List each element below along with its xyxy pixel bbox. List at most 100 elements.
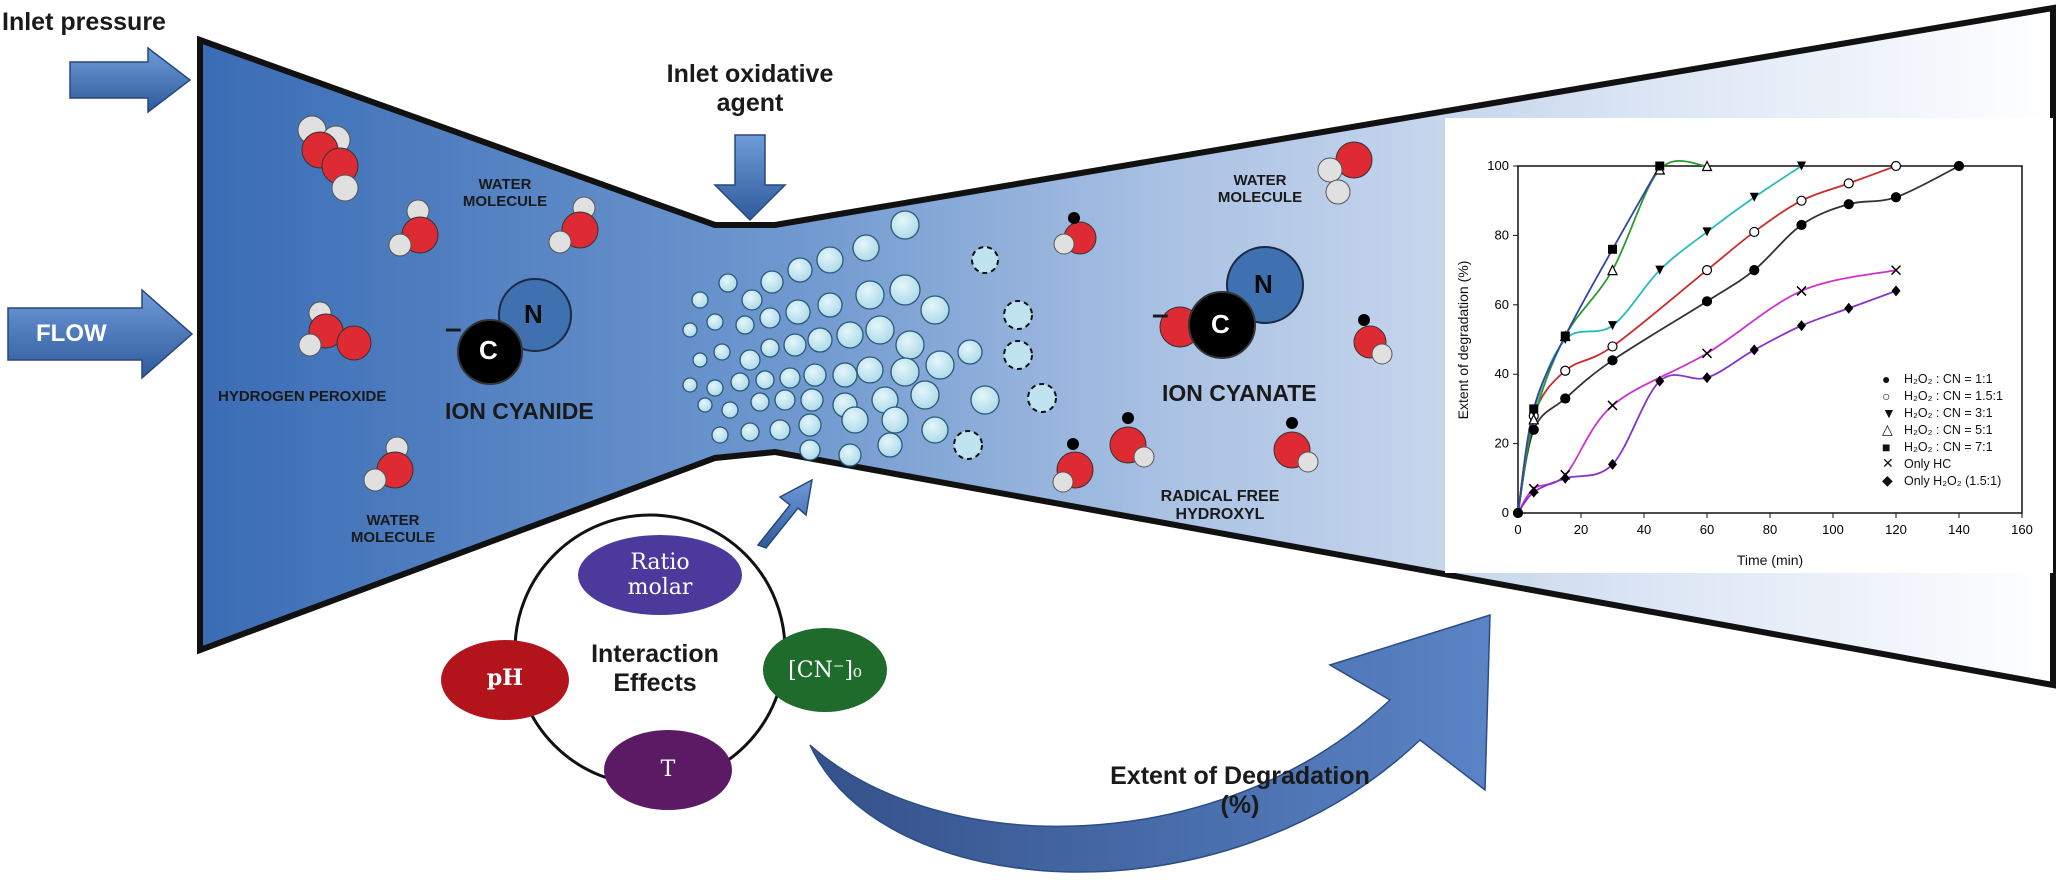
collapsing-bubble: [1003, 300, 1033, 330]
bubble: [855, 280, 885, 310]
negative-charge-label: –: [445, 312, 462, 345]
bubble: [785, 299, 811, 325]
legend-marker-icon: ▼: [1882, 404, 1896, 421]
bubble: [787, 257, 813, 283]
data-point: [1702, 372, 1712, 384]
ellipse-ph: [441, 640, 569, 720]
data-point: [1529, 486, 1539, 498]
data-point: [1607, 264, 1618, 276]
legend-marker-icon: ✕: [1882, 455, 1894, 471]
legend-label: H₂O₂ : CN = 1:1: [1904, 371, 1993, 386]
data-point: [1891, 285, 1901, 297]
ion-cyanide-molecule: [457, 278, 572, 385]
inlet-oxidative-line1: Inlet oxidative: [666, 60, 834, 88]
data-point: [1890, 192, 1902, 203]
atom-c-label: C: [479, 335, 498, 365]
data-point: [1890, 160, 1902, 172]
legend-label: H₂O₂ : CN = 1.5:1: [1904, 388, 2003, 403]
data-point: [1701, 348, 1713, 359]
water-line2: MOLECULE: [1217, 189, 1303, 207]
ellipse-ratio-molar: [578, 535, 742, 615]
bubble: [910, 380, 940, 410]
bubble: [692, 352, 708, 368]
x-tick-label: 160: [2011, 522, 2033, 537]
cn-label: [CN⁻]₀: [788, 658, 862, 683]
interaction-line1: Interaction: [591, 640, 719, 668]
data-point: [1529, 404, 1539, 414]
hydroxyl-radical: [1053, 212, 1097, 255]
ion-cyanate-label: ION CYANATE: [1162, 380, 1317, 406]
radical-free-hydroxyl-label: RADICAL FREE HYDROXYL: [1140, 488, 1300, 525]
interaction-cycle: [441, 513, 887, 810]
interaction-input-arrow: [756, 478, 813, 549]
data-point: [1701, 296, 1713, 307]
bubble: [721, 401, 739, 419]
ion-cyanate-molecule: [1159, 246, 1304, 359]
data-point: [1655, 375, 1665, 387]
t-label: T: [660, 757, 676, 782]
bubble: [718, 273, 738, 293]
data-point: [1890, 265, 1902, 276]
y-tick-label: 100: [1487, 158, 1509, 173]
flow-arrow: [7, 288, 194, 380]
bubble: [836, 321, 864, 349]
bubble: [682, 322, 698, 338]
bubble: [890, 210, 920, 240]
bubble: [895, 330, 925, 360]
data-point: [1608, 321, 1617, 331]
bubble: [735, 315, 755, 335]
data-point: [1607, 400, 1618, 411]
data-point: [1560, 331, 1570, 341]
series-line: [1517, 290, 1897, 514]
bubble: [852, 234, 880, 262]
inlet-pressure-label: Inlet pressure: [2, 8, 166, 36]
water-line2: MOLECULE: [350, 529, 436, 547]
flow-label: FLOW: [36, 320, 107, 347]
bubble: [706, 379, 724, 397]
data-point: [1797, 161, 1806, 171]
series-line: [1517, 165, 1960, 514]
bubble: [881, 406, 909, 434]
legend-label: H₂O₂ : CN = 7:1: [1904, 439, 1993, 454]
data-point: [1655, 161, 1665, 171]
water-molecule: [388, 199, 439, 257]
x-tick-label: 140: [1948, 522, 1970, 537]
x-tick-label: 40: [1637, 522, 1651, 537]
bubble: [741, 289, 763, 311]
x-tick-label: 20: [1574, 522, 1588, 537]
inlet-oxidative-line2: agent: [716, 88, 784, 117]
ratio-molar-label: Ratio molar: [600, 550, 720, 601]
water-line1: WATER: [478, 176, 532, 193]
bubble: [817, 292, 843, 318]
hydrogen-peroxide-label: HYDROGEN PEROXIDE: [218, 388, 387, 405]
bubble: [889, 274, 921, 306]
bubble: [799, 439, 821, 461]
inlet-oxidative-label: Inlet oxidative agent: [640, 60, 860, 118]
bubble: [706, 313, 724, 331]
water-molecule-label: WATER MOLECULE: [445, 176, 565, 211]
hydroxyl-radical: [1052, 438, 1094, 493]
data-point: [1749, 192, 1759, 202]
x-tick-label: 120: [1885, 522, 1907, 537]
bubble: [730, 372, 750, 392]
water-molecule-label: WATER MOLECULE: [338, 512, 448, 547]
legend-label: H₂O₂ : CN = 3:1: [1904, 405, 1993, 420]
bubble: [798, 413, 822, 437]
y-tick-label: 0: [1502, 505, 1509, 520]
bubble: [713, 343, 731, 361]
legend-marker-icon: ◆: [1882, 472, 1893, 488]
radical-line1: RADICAL FREE: [1160, 488, 1280, 505]
bubble: [682, 377, 698, 393]
bubble: [760, 270, 784, 294]
chart-panel: [1445, 118, 2053, 573]
data-point: [1843, 178, 1854, 189]
bubble: [877, 432, 903, 458]
negative-charge-label: –: [1152, 298, 1169, 331]
bubble: [865, 315, 895, 345]
data-point: [1701, 265, 1713, 276]
bubble: [841, 406, 869, 434]
y-tick-label: 20: [1495, 436, 1509, 451]
data-point: [1843, 199, 1854, 210]
bubble: [691, 291, 709, 309]
data-point: [1528, 424, 1539, 435]
